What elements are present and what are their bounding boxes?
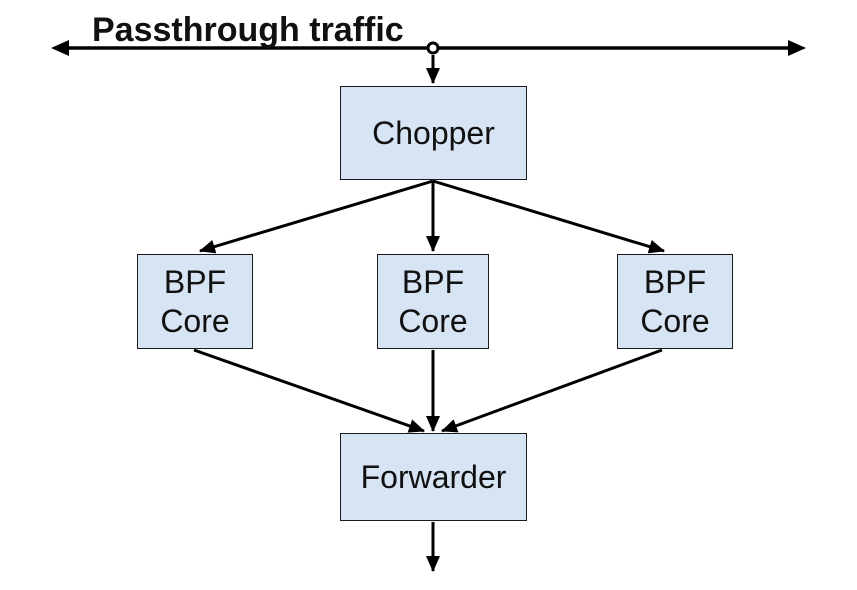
node-chopper-label: Chopper xyxy=(372,114,495,151)
edge-chopper-to-bpf3 xyxy=(432,179,665,254)
node-forwarder-label: Forwarder xyxy=(360,458,507,495)
node-chopper: Chopper xyxy=(340,86,527,180)
node-bpf-core-2-label: BPF Core xyxy=(398,264,468,339)
node-bpf-core-3: BPF Core xyxy=(617,254,733,349)
passthrough-right-arrowhead-icon xyxy=(788,40,806,56)
node-bpf-core-3-label: BPF Core xyxy=(640,264,710,339)
passthrough-traffic-label: Passthrough traffic xyxy=(92,11,404,49)
node-forwarder: Forwarder xyxy=(340,433,527,521)
edge-bpf1-to-forwarder xyxy=(193,348,425,433)
node-bpf-core-1-label: BPF Core xyxy=(160,264,230,339)
edge-bpf3-to-forwarder xyxy=(441,348,663,433)
edge-chopper-to-bpf1 xyxy=(199,179,434,254)
tap-junction-circle-icon xyxy=(426,41,440,55)
node-bpf-core-2: BPF Core xyxy=(377,254,489,349)
node-bpf-core-1: BPF Core xyxy=(137,254,253,349)
passthrough-left-arrowhead-icon xyxy=(51,40,69,56)
